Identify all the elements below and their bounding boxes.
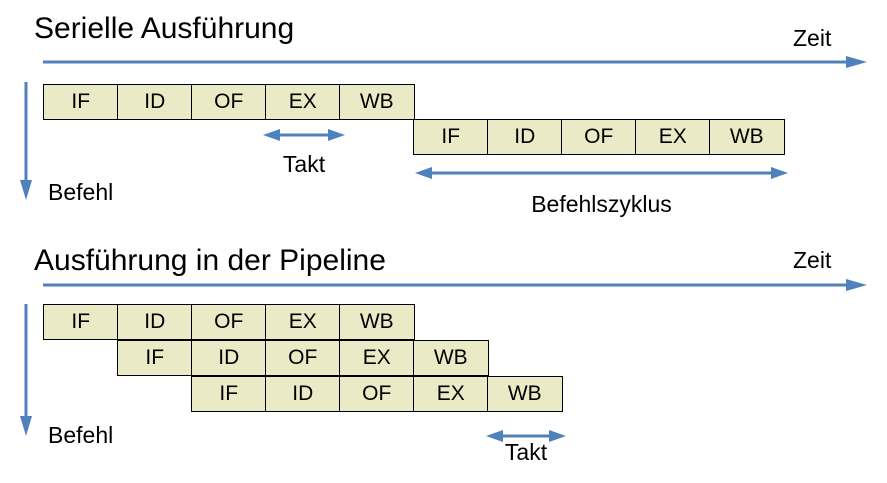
serial-zeit-arrow-icon [43,56,867,68]
stage-cell-id: ID [487,118,563,155]
stage-cell-id: ID [117,84,193,120]
stage-cell-wb: WB [339,84,415,120]
pipeline-befehl-label: Befehl [48,422,114,448]
pipeline-takt-arrow-icon [486,430,566,442]
serial-takt-label: Takt [282,151,326,177]
stage-cell-if: IF [413,118,489,155]
stage-cell-of: OF [339,376,415,412]
stage-cell-wb: WB [413,340,489,376]
pipeline-zeit-label: Zeit [793,247,832,273]
serial-zeit-label: Zeit [793,25,832,51]
pipeline-section-title: Ausführung in der Pipeline [34,244,386,277]
stage-cell-wb: WB [339,304,415,340]
stage-cell-ex: EX [413,376,489,412]
stage-cell-wb: WB [709,118,785,155]
pipeline-zeit-arrow-icon [43,279,867,291]
stage-cell-ex: EX [265,84,341,120]
stage-cell-of: OF [191,84,267,120]
serial-befehl-label: Befehl [48,179,114,205]
stage-cell-id: ID [117,304,193,340]
serial-befehl-arrow-icon [20,82,32,200]
serial-takt-arrow-icon [263,129,345,141]
serial-section-title: Serielle Ausführung [34,12,295,45]
stage-cell-wb: WB [487,376,563,412]
pipeline-takt-label: Takt [504,439,548,465]
pipeline-befehl-arrow-icon [20,304,32,436]
stage-cell-if: IF [43,304,119,340]
stage-cell-of: OF [561,118,637,155]
stage-cell-of: OF [265,340,341,376]
stage-cell-ex: EX [265,304,341,340]
stage-cell-id: ID [265,376,341,412]
stage-cell-ex: EX [339,340,415,376]
befehlszyklus-arrow-icon [415,167,788,179]
stage-cell-if: IF [43,84,119,120]
stage-cell-if: IF [117,340,193,376]
stage-cell-if: IF [191,376,267,412]
befehlszyklus-label: Befehlszyklus [531,191,672,217]
stage-cell-id: ID [191,340,267,376]
stage-cell-of: OF [191,304,267,340]
stage-cell-ex: EX [635,118,711,155]
